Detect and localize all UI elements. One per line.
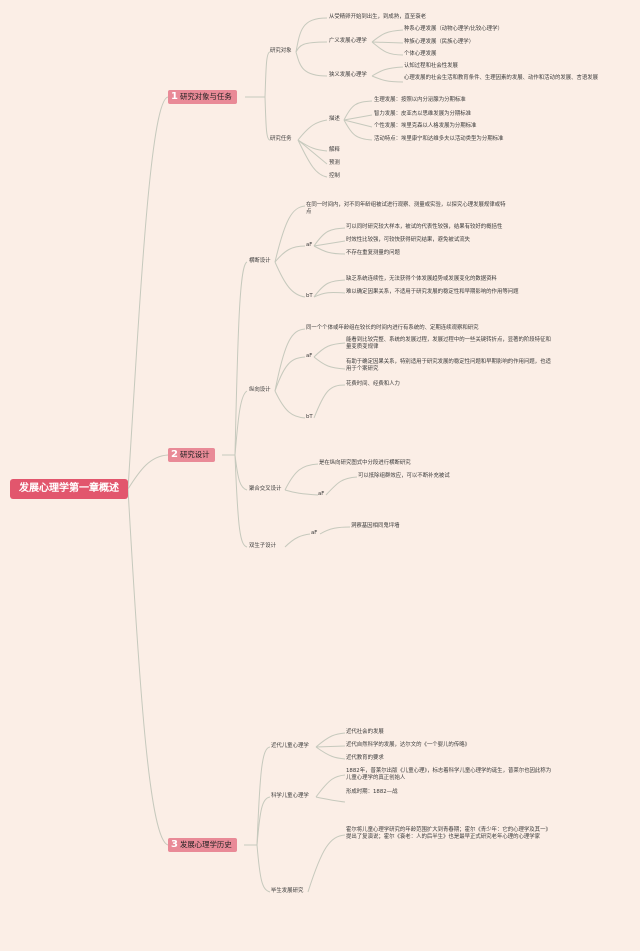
- node-sequential[interactable]: 聚合交叉设计: [249, 486, 282, 492]
- node-leaf[interactable]: 1882年，普莱尔出版《儿童心理》，标志着科学儿童心理学的诞生，普莱尔也因此称为…: [346, 768, 552, 781]
- section-number: 2: [171, 449, 178, 460]
- node-leaf[interactable]: 认知过程和社会性发展: [404, 63, 458, 69]
- node-disadvantage-tag[interactable]: bT: [306, 414, 313, 420]
- node-leaf[interactable]: 活动特点：埃里康宁和达维多夫以活动类型为分期标准: [374, 136, 504, 142]
- node-leaf[interactable]: 个性发展：埃里克森以人格发展为分期标准: [374, 123, 477, 129]
- node-leaf[interactable]: 心理发展的社会生活和教育条件、生理因素的发展、动作和活动的发展、言语发展: [404, 75, 599, 81]
- node-leaf[interactable]: 可以同时研究较大样本，被试的代表性较强，结果有较好的概括性: [346, 224, 503, 230]
- node-lifespan-research[interactable]: 毕生发展研究: [271, 888, 304, 894]
- node-twin-design[interactable]: 双生子设计: [249, 543, 276, 549]
- node-leaf[interactable]: 个体心理发展: [404, 51, 437, 57]
- node-leaf[interactable]: 时效性比较强，可较快获得研究结果，避免被试流失: [346, 237, 470, 243]
- node-leaf[interactable]: 种族心理发展（民族心理学）: [404, 39, 475, 45]
- node-leaf[interactable]: 花费时间、经费和人力: [346, 381, 400, 387]
- node-leaf[interactable]: 近代社会的发展: [346, 729, 384, 735]
- node-advantage-tag[interactable]: aF: [311, 530, 318, 536]
- node-research-task[interactable]: 研究任务: [270, 136, 292, 142]
- node-describe[interactable]: 描述: [329, 116, 340, 122]
- node-leaf[interactable]: 形成时期：1882—战: [346, 789, 398, 795]
- node-predict[interactable]: 预测: [329, 160, 340, 166]
- node-scientific-child-psych[interactable]: 科学儿童心理学: [271, 793, 309, 799]
- node-leaf[interactable]: 近代教育的要求: [346, 755, 384, 761]
- node-advantage-tag[interactable]: aF: [306, 353, 313, 359]
- node-longitudinal[interactable]: 纵向设计: [249, 387, 271, 393]
- node-broad[interactable]: 广义发展心理学: [329, 38, 367, 44]
- node-leaf[interactable]: 同一个个体或年龄组在较长的时间内进行有系统的、定期连续观察和研究: [306, 325, 479, 331]
- node-leaf[interactable]: 在同一时间内，对不同年龄组被试进行观察、测量或实验，以探究心理发展规律或特点: [306, 202, 506, 215]
- section-number: 3: [171, 839, 178, 850]
- node-control[interactable]: 控制: [329, 173, 340, 179]
- node-leaf[interactable]: 种系心理发展（动物心理学/比较心理学）: [404, 26, 503, 32]
- node-leaf[interactable]: 霍尔将儿童心理学研究的年龄范围扩大到青春期；霍尔《青少年：它的心理学及其一》提出…: [346, 827, 551, 840]
- node-leaf[interactable]: 智力发展：皮亚杰以思维发展为分期标准: [374, 111, 472, 117]
- node-leaf[interactable]: 近代自然科学的发展，达尔文的《一个婴儿的传略》: [346, 742, 470, 748]
- node-leaf[interactable]: 不存在重复测量的问题: [346, 250, 400, 256]
- node-leaf[interactable]: 洞察基因相同鬼坪墙: [351, 523, 400, 529]
- node-leaf[interactable]: 能看到比较完整、系统的发展过程，发展过程中的一些关键转折点，显著的阶段特征和量变…: [346, 337, 551, 350]
- node-narrow[interactable]: 狭义发展心理学: [329, 72, 367, 78]
- node-advantage-tag[interactable]: aF: [318, 491, 325, 497]
- root-topic[interactable]: 发展心理学第一章概述: [10, 479, 128, 499]
- section-number: 1: [171, 91, 178, 102]
- node-leaf[interactable]: 从受精卵开始到出生，到成熟，直至衰老: [329, 14, 427, 20]
- node-leaf[interactable]: 可以抵除组群效应，可以不断补充被试: [358, 473, 450, 479]
- node-cross-sectional[interactable]: 横断设计: [249, 258, 271, 264]
- section-label: 发展心理学历史: [179, 840, 232, 849]
- node-advantage-tag[interactable]: aF: [306, 242, 313, 248]
- node-leaf[interactable]: 缺乏系统连续性，无法获得个体发展趋势或发展变化的数据资料: [346, 276, 497, 282]
- node-research-object[interactable]: 研究对象: [270, 48, 292, 54]
- section-label: 研究设计: [179, 450, 210, 459]
- section-label: 研究对象与任务: [179, 92, 232, 101]
- node-modern-child-psych[interactable]: 近代儿童心理学: [271, 743, 309, 749]
- node-disadvantage-tag[interactable]: bT: [306, 293, 313, 299]
- node-leaf[interactable]: 是在纵向研究图式中分段进行横断研究: [319, 460, 411, 466]
- node-leaf[interactable]: 有助于确定因果关系，特别适用于研究发展的稳定性问题和早期影响的作用问题，也适用于…: [346, 359, 551, 372]
- node-explain[interactable]: 解释: [329, 147, 340, 153]
- node-leaf[interactable]: 生理发展：按照以内分泌腺为分期标准: [374, 97, 466, 103]
- node-leaf[interactable]: 难以确定因果关系，不适用于研究发展的稳定性和早期影响的作用等问题: [346, 289, 519, 295]
